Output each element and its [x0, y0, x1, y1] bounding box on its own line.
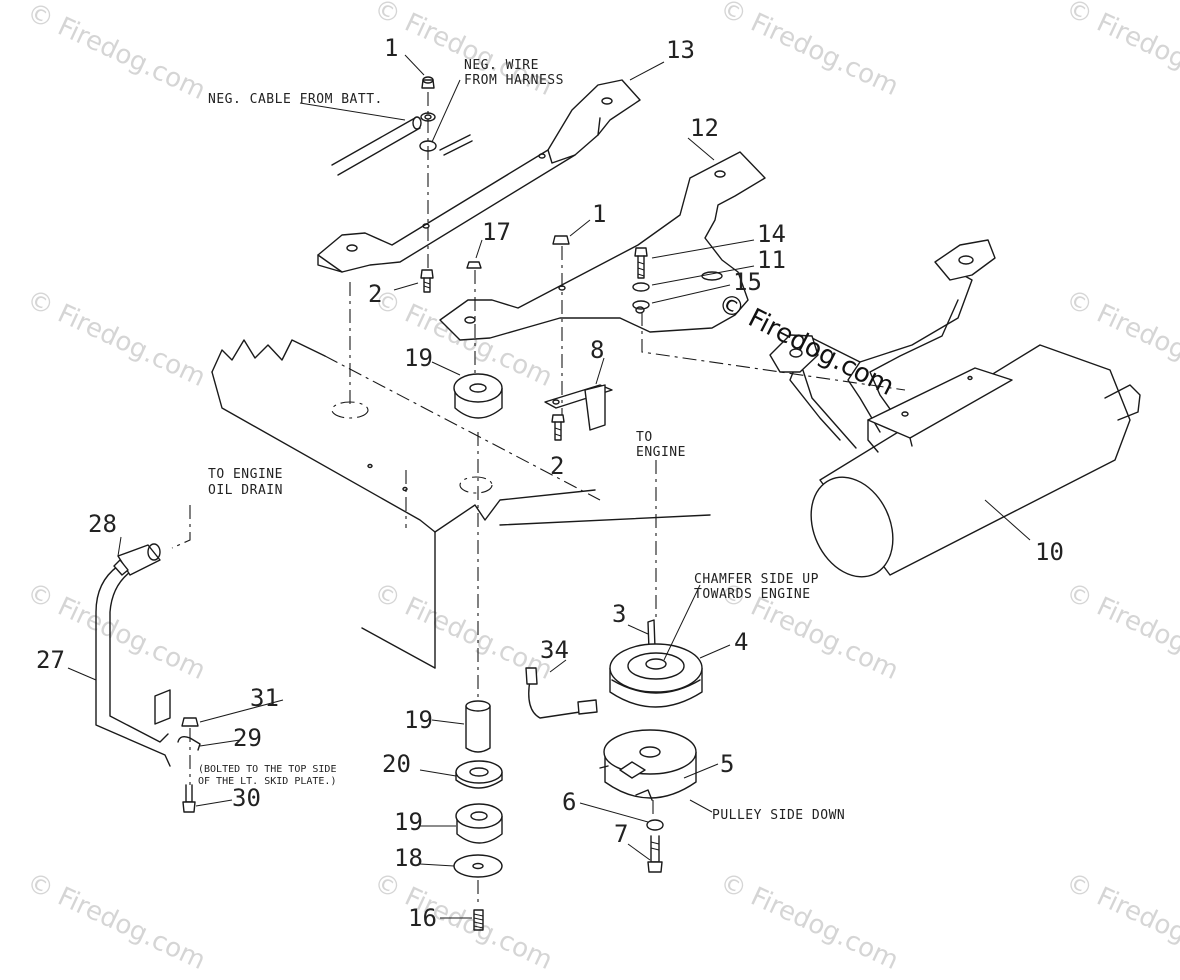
- callout-2: 2: [368, 280, 382, 308]
- callout-2: 2: [550, 452, 564, 480]
- note-oil-drain: TO ENGINE: [208, 467, 283, 482]
- callout-29: 29: [233, 724, 262, 752]
- callout-19: 19: [394, 808, 423, 836]
- bolt-2: [420, 269, 434, 293]
- watermark: © Firedog.com: [22, 284, 210, 393]
- note-to-engine: ENGINE: [636, 445, 686, 460]
- clutch-5: [599, 729, 697, 801]
- callout-1: 1: [592, 200, 606, 228]
- frame-deck: [211, 339, 711, 669]
- bolt-7: [647, 835, 663, 873]
- callout-15: 15: [733, 268, 762, 296]
- watermark: © Firedog.com: [1061, 577, 1180, 686]
- note-neg-cable: NEG. CABLE FROM BATT.: [208, 92, 383, 107]
- watermark-main: © Firedog.com: [713, 288, 899, 403]
- bracket-13: [317, 79, 641, 273]
- nut-1: [552, 235, 570, 245]
- callout-10: 10: [1035, 538, 1064, 566]
- centerlines: [171, 92, 906, 906]
- washer-20: [455, 760, 503, 789]
- note-bolted: OF THE LT. SKID PLATE.): [198, 776, 336, 787]
- note-pulley-side: PULLEY SIDE DOWN: [712, 808, 845, 823]
- callout-19: 19: [404, 344, 433, 372]
- note-chamfer: TOWARDS ENGINE: [694, 587, 811, 602]
- watermark: © Firedog.com: [1061, 867, 1180, 976]
- callout-8: 8: [590, 336, 604, 364]
- callout-30: 30: [232, 784, 261, 812]
- bolt-14: [634, 247, 648, 279]
- watermark: © Firedog.com: [715, 0, 903, 102]
- note-neg-wire: FROM HARNESS: [464, 73, 564, 88]
- washer-18: [453, 854, 503, 878]
- nut-31: [181, 717, 199, 727]
- callout-7: 7: [614, 820, 628, 848]
- callout-31: 31: [250, 684, 279, 712]
- fitting-28: [113, 543, 161, 576]
- callout-17: 17: [482, 218, 511, 246]
- watermark: © Firedog.com: [369, 867, 557, 976]
- washer-11: [632, 282, 650, 292]
- callout-34: 34: [540, 636, 569, 664]
- callout-3: 3: [612, 600, 626, 628]
- watermark: © Firedog.com: [715, 867, 903, 976]
- clamp-29: [177, 735, 201, 751]
- stud-16: [473, 909, 484, 931]
- spacer-19: [465, 700, 491, 753]
- callout-18: 18: [394, 844, 423, 872]
- harness-34: [525, 667, 598, 719]
- muffler-10: [769, 239, 1141, 578]
- bolt-30: [182, 784, 196, 813]
- callout-6: 6: [562, 788, 576, 816]
- callout-20: 20: [382, 750, 411, 778]
- watermark: © Firedog.com: [22, 867, 210, 976]
- note-oil-drain: OIL DRAIN: [208, 483, 283, 498]
- callout-28: 28: [88, 510, 117, 538]
- callout-12: 12: [690, 114, 719, 142]
- note-bolted: (BOLTED TO THE TOP SIDE: [198, 764, 336, 775]
- watermark: © Firedog.com: [1061, 0, 1180, 102]
- callout-14: 14: [757, 220, 786, 248]
- callout-1: 1: [384, 34, 398, 62]
- bolt-2-right: [551, 414, 565, 441]
- callout-11: 11: [757, 246, 786, 274]
- oil-drain-hose-27: [95, 565, 171, 767]
- washer-6: [646, 819, 664, 831]
- note-to-engine: TO: [636, 430, 653, 445]
- callout-16: 16: [408, 904, 437, 932]
- bracket-12: [439, 151, 766, 341]
- callout-numbers: 1 13 12 17 1 14 11 15 2 8 19 2 10 28 27 …: [36, 34, 1064, 932]
- watermark: © Firedog.com: [22, 0, 210, 106]
- note-neg-wire: NEG. WIRE: [464, 58, 539, 73]
- battery-cable: [331, 76, 473, 176]
- notes: NEG. CABLE FROM BATT. NEG. WIRE FROM HAR…: [198, 58, 845, 823]
- callout-4: 4: [734, 628, 748, 656]
- note-chamfer: CHAMFER SIDE UP: [694, 572, 819, 587]
- isolator-19-upper: [453, 373, 503, 419]
- washer-15: [632, 300, 650, 310]
- callout-5: 5: [720, 750, 734, 778]
- callout-19: 19: [404, 706, 433, 734]
- leader-lines: [67, 54, 1031, 919]
- callout-13: 13: [666, 36, 695, 64]
- nut-17: [466, 261, 482, 269]
- callout-27: 27: [36, 646, 65, 674]
- isolator-19-lower: [455, 803, 503, 844]
- pulley-4: [609, 643, 703, 708]
